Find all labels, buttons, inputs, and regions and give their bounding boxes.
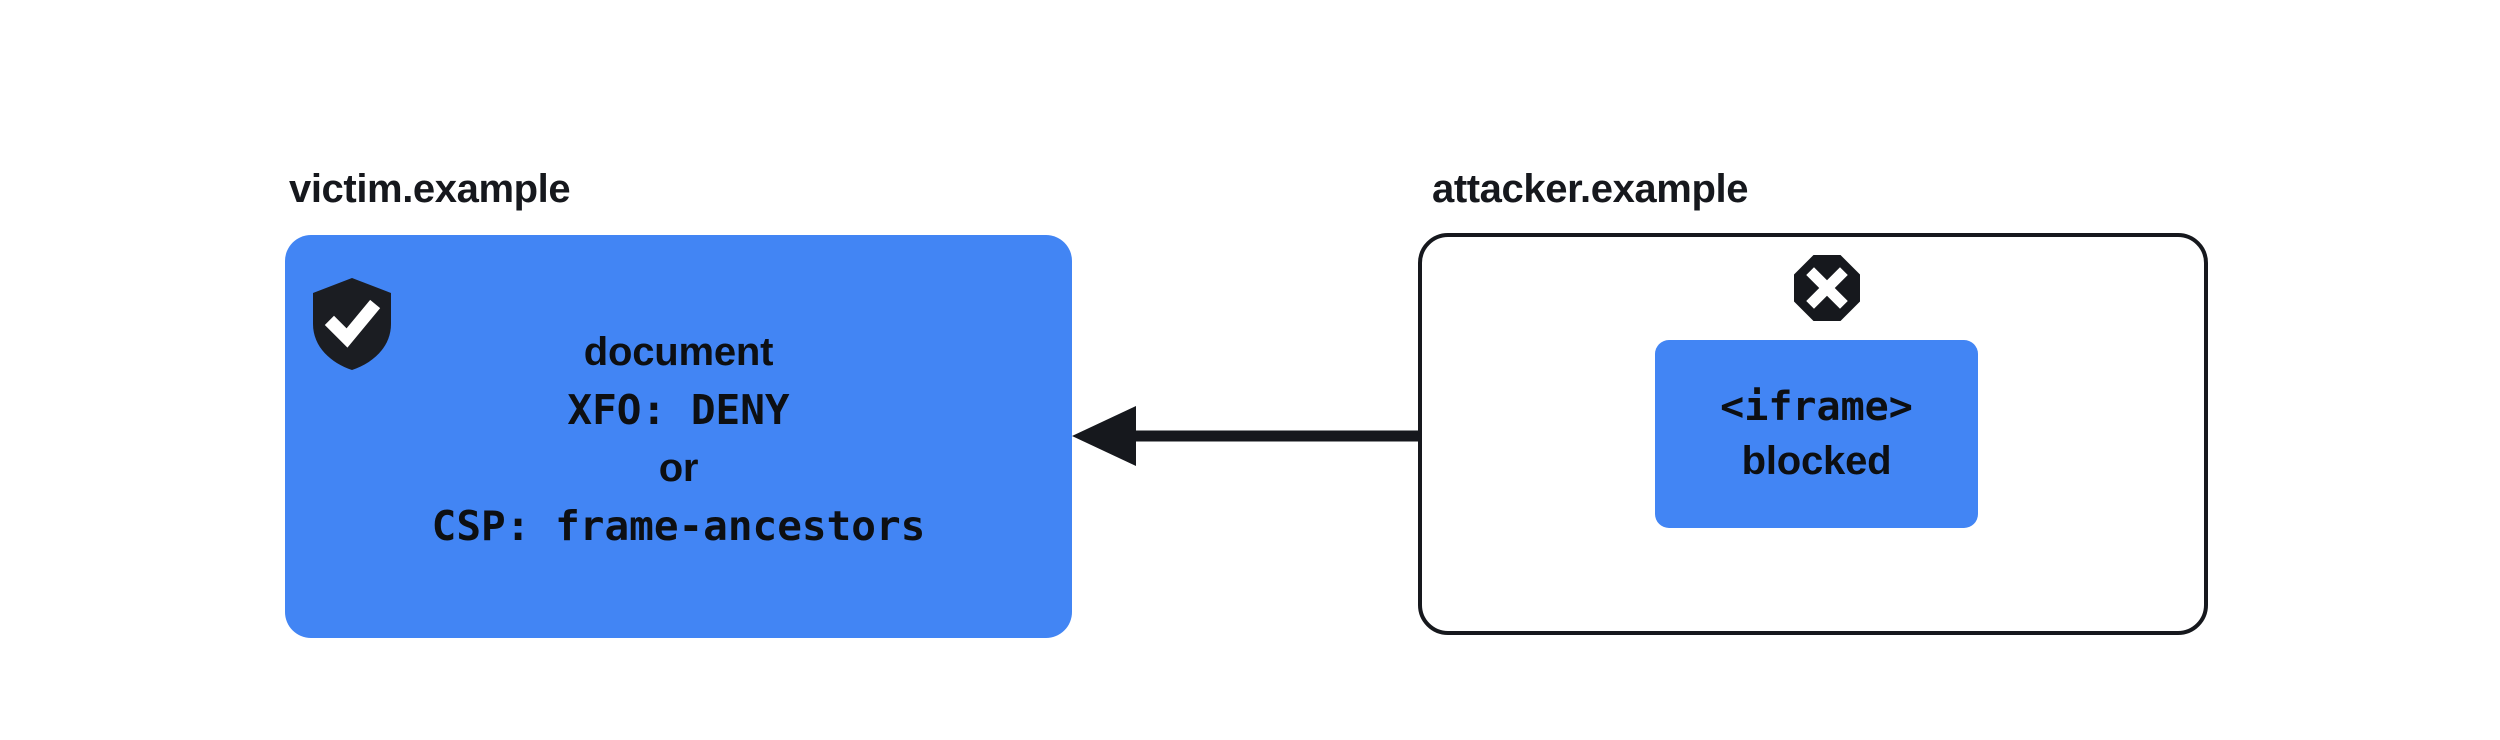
victim-header-text-block: document XFO: DENY or CSP: frame-ancesto…: [285, 323, 1072, 555]
octagon-x-icon: [1793, 254, 1861, 322]
attacker-page-panel: <iframe> blocked: [1418, 233, 2208, 635]
victim-line-csp: CSP: frame-ancestors: [431, 502, 926, 550]
victim-origin-label: victim.example: [289, 167, 571, 211]
iframe-status-text: blocked: [1741, 439, 1892, 483]
iframe-tag-text: <iframe>: [1720, 384, 1913, 430]
victim-line-xfo: XFO: DENY: [567, 386, 790, 434]
blocked-iframe-box: <iframe> blocked: [1655, 340, 1978, 528]
victim-line-or: or: [658, 446, 699, 490]
victim-document-panel: document XFO: DENY or CSP: frame-ancesto…: [285, 235, 1072, 638]
victim-line-document: document: [583, 330, 774, 374]
attacker-origin-label: attacker.example: [1432, 167, 1749, 211]
shield-check-icon: [311, 277, 393, 371]
